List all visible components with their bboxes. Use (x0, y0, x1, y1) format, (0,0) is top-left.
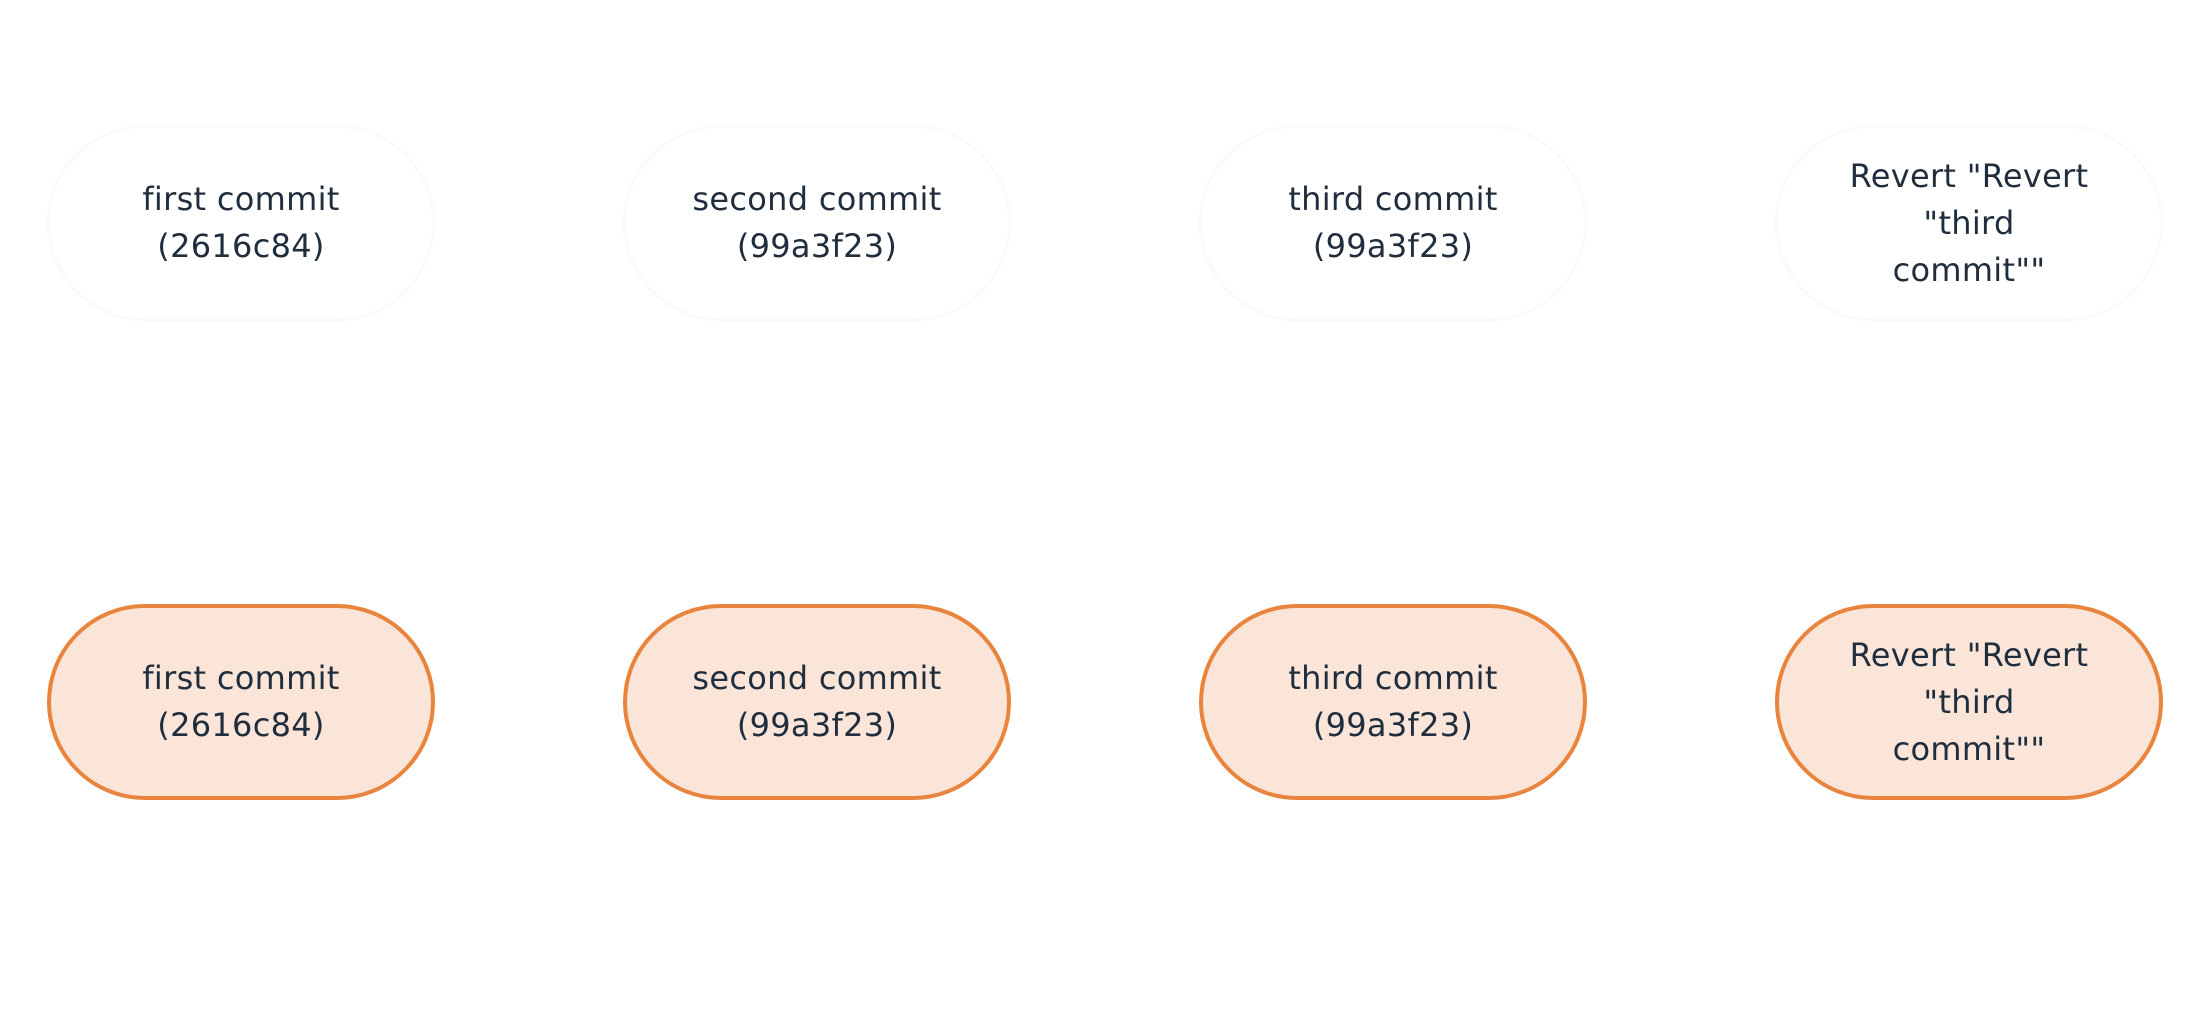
ghost-commit-node-revert: Revert "Revert "third commit"" (1775, 125, 2163, 321)
commit-label: second commit (99a3f23) (692, 659, 942, 744)
commit-node-second[interactable]: second commit (99a3f23) (623, 604, 1011, 800)
ghost-commit-label: first commit (2616c84) (142, 180, 340, 265)
ghost-commit-label: second commit (99a3f23) (692, 180, 942, 265)
commit-node-first[interactable]: first commit (2616c84) (47, 604, 435, 800)
ghost-commit-node-second: second commit (99a3f23) (623, 125, 1011, 321)
commit-label: first commit (2616c84) (142, 659, 340, 744)
commit-label: Revert "Revert "third commit"" (1849, 635, 2089, 768)
ghost-commit-label: third commit (99a3f23) (1288, 180, 1498, 265)
ghost-commit-label: Revert "Revert "third commit"" (1849, 156, 2089, 289)
commit-node-revert[interactable]: Revert "Revert "third commit"" (1775, 604, 2163, 800)
commit-node-third[interactable]: third commit (99a3f23) (1199, 604, 1587, 800)
commit-label: third commit (99a3f23) (1288, 659, 1498, 744)
ghost-commit-node-first: first commit (2616c84) (47, 125, 435, 321)
commit-row: first commit (2616c84) second commit (99… (0, 604, 2208, 800)
ghost-commit-node-third: third commit (99a3f23) (1199, 125, 1587, 321)
ghost-commit-row: first commit (2616c84) second commit (99… (0, 125, 2208, 321)
